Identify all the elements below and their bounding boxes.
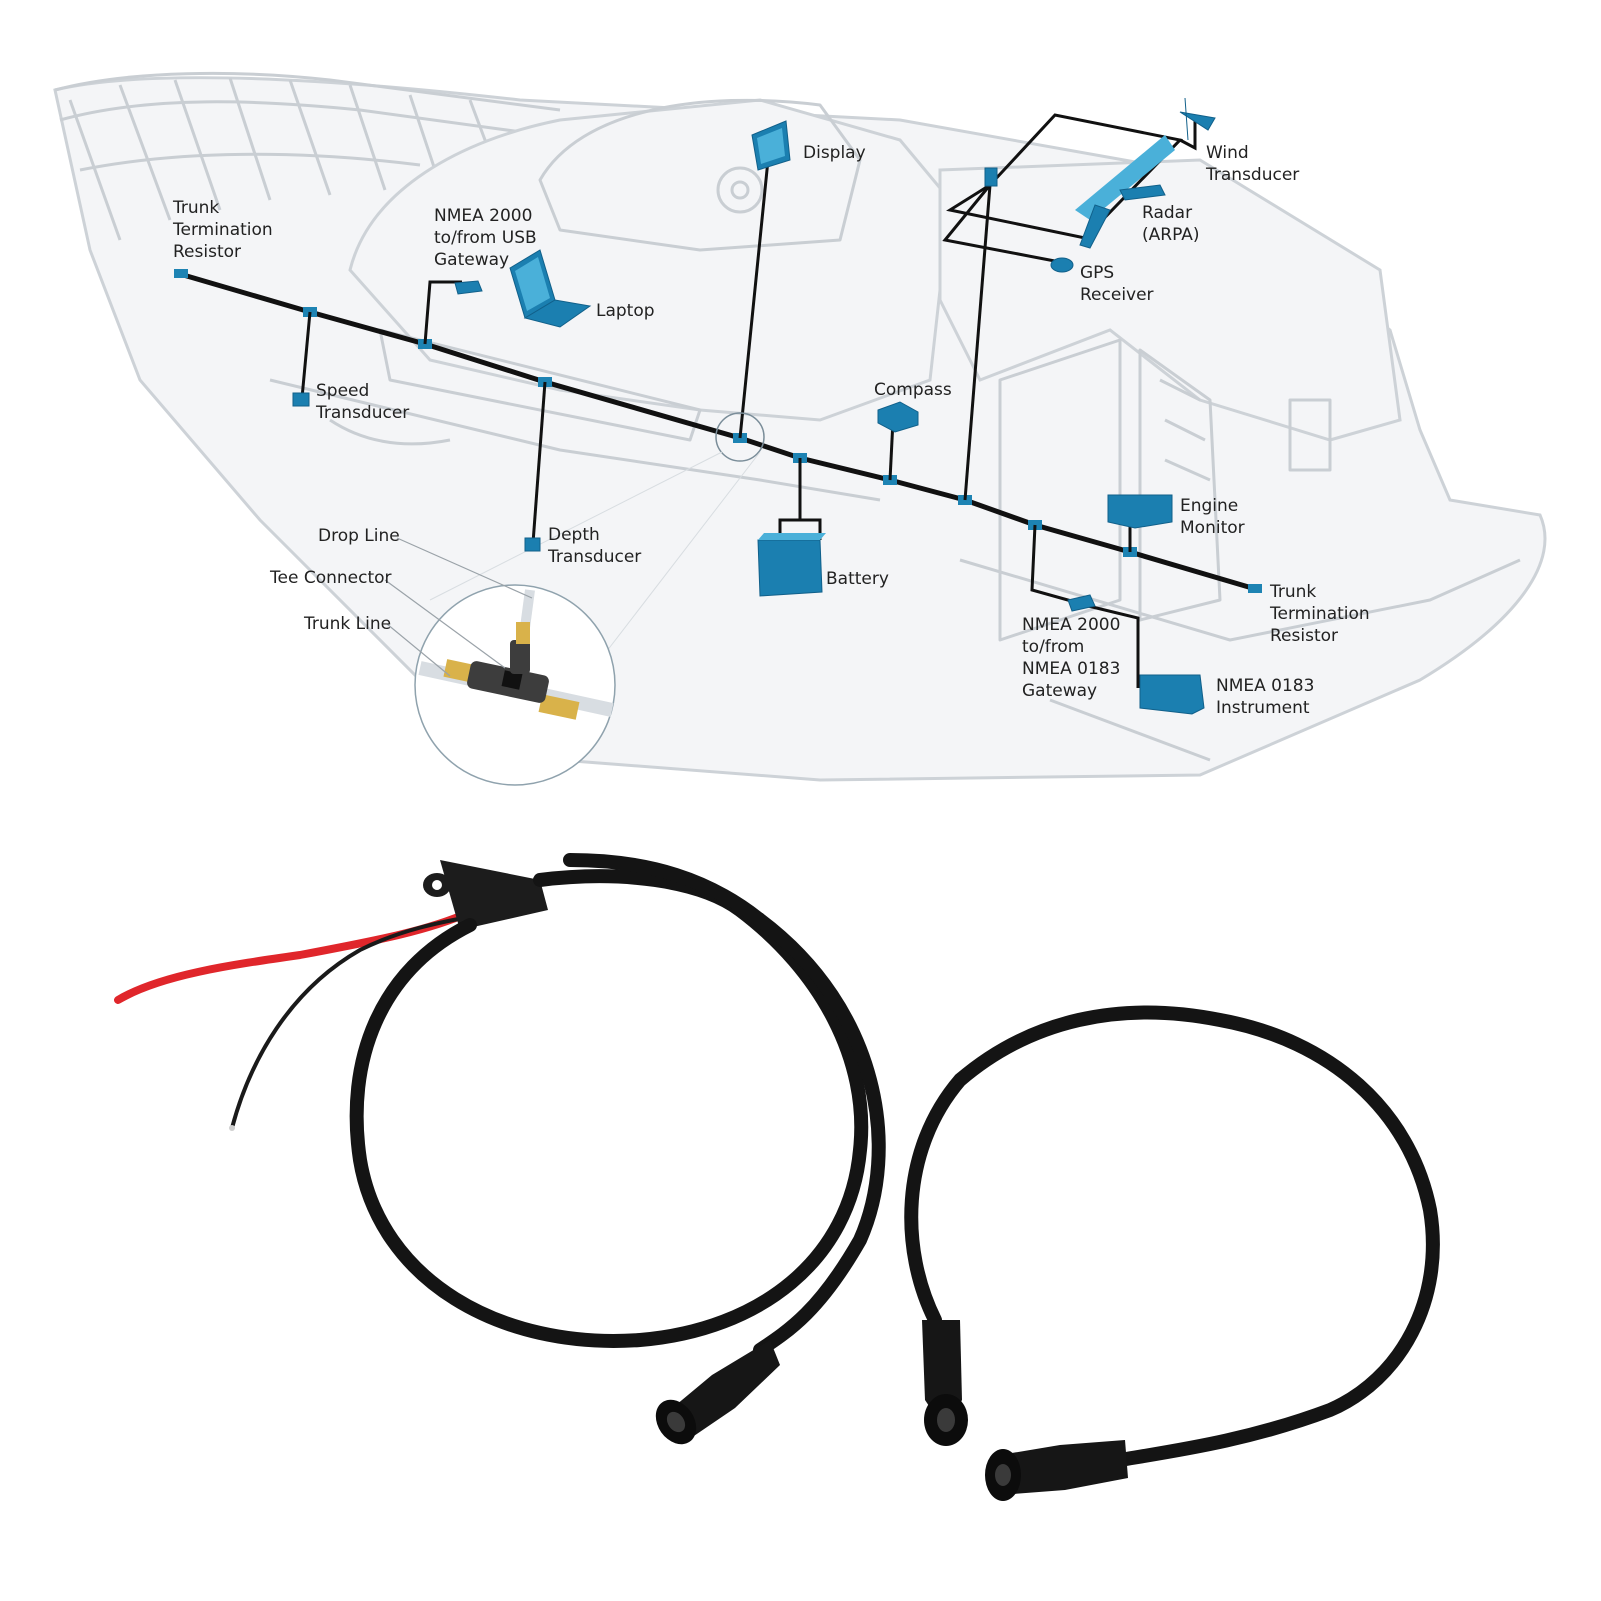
label-gateway-0183: NMEA 2000 to/from NMEA 0183 Gateway [1022, 615, 1126, 701]
usb-gateway-device [454, 280, 483, 295]
label-trunk-line: Trunk Line [303, 614, 391, 634]
connector-right [985, 1440, 1128, 1501]
label-compass: Compass [874, 380, 952, 400]
label-usb-gateway: NMEA 2000 to/from USB Gateway [434, 206, 542, 270]
network-devices [292, 97, 1216, 715]
laptop-device [509, 249, 592, 328]
label-display: Display [803, 143, 866, 163]
compass-device [877, 401, 919, 433]
tee-connector-inset [414, 584, 616, 786]
zoom-ring [715, 412, 765, 462]
power-cable-product [114, 853, 886, 1445]
engine-monitor-device [1107, 494, 1173, 529]
label-trunk-termination-right: Trunk Termination Resistor [1269, 582, 1375, 646]
radar-device [1075, 135, 1175, 249]
wind-transducer-device [1179, 97, 1216, 141]
black-wire [230, 913, 482, 1130]
data-cable-product [904, 1005, 1440, 1501]
label-instrument-0183: NMEA 0183 Instrument [1216, 676, 1320, 718]
battery-device [757, 533, 826, 597]
label-laptop: Laptop [596, 301, 655, 321]
label-drop-line: Drop Line [318, 526, 400, 546]
display-device [751, 120, 791, 171]
label-radar: Radar (ARPA) [1142, 203, 1200, 245]
termination-resistor-right [1248, 584, 1262, 593]
label-battery: Battery [826, 569, 889, 589]
nmea-network [174, 113, 1262, 688]
fuse-holder [423, 860, 548, 930]
termination-resistor-left [174, 269, 188, 278]
label-speed-transducer: Speed Transducer [315, 381, 409, 423]
connector-top [922, 1320, 968, 1446]
diagram-labels: Trunk Termination Resistor NMEA 2000 to/… [172, 143, 1375, 718]
label-wind-transducer: Wind Transducer [1205, 143, 1299, 185]
data-cable-loop [904, 1005, 1440, 1467]
label-trunk-termination-left: Trunk Termination Resistor [172, 198, 278, 262]
label-depth-transducer: Depth Transducer [547, 525, 641, 567]
gateway-0183-device [1067, 594, 1096, 612]
connector-left [655, 1340, 780, 1445]
gps-receiver-device [1050, 257, 1074, 273]
speed-transducer-device [292, 392, 310, 407]
label-engine-monitor: Engine Monitor [1180, 496, 1245, 538]
boat-outline [53, 71, 1547, 782]
depth-transducer-device [524, 537, 541, 552]
label-tee-connector: Tee Connector [269, 568, 392, 588]
label-gps-receiver: GPS Receiver [1080, 263, 1154, 305]
instrument-0183-device [1139, 674, 1205, 715]
